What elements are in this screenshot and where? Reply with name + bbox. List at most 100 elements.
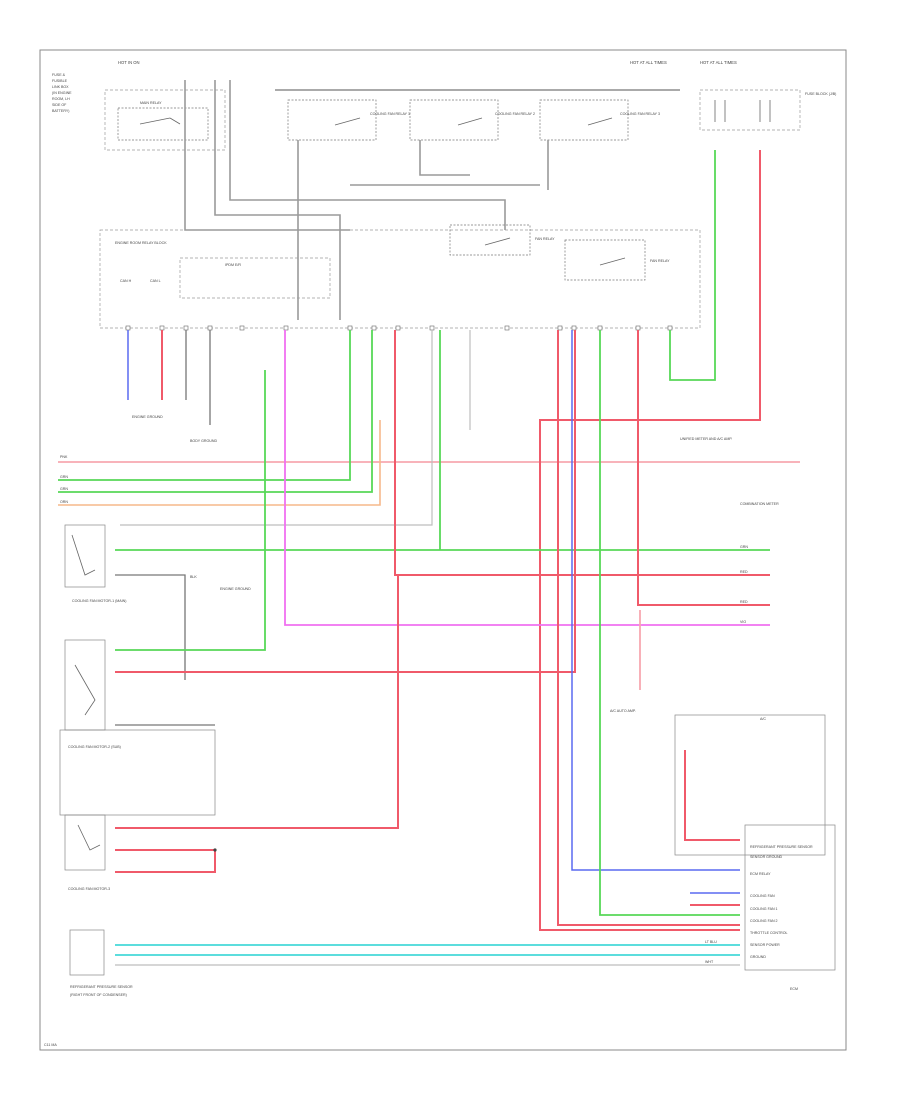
svg-text:ECM RELAY: ECM RELAY bbox=[750, 872, 771, 876]
cooling-fan-relay-3 bbox=[539, 99, 629, 141]
svg-text:LT BLU: LT BLU bbox=[705, 940, 717, 944]
wire-ground-a bbox=[214, 80, 341, 320]
wire-ground-b bbox=[229, 80, 506, 230]
wire-green-bus-1 bbox=[58, 330, 351, 481]
cooling-fan-relay-2 bbox=[409, 99, 499, 141]
fan-relay-a-label: FAN RELAY bbox=[535, 237, 555, 241]
svg-text:FUSE BLOCK (J/B): FUSE BLOCK (J/B) bbox=[805, 92, 836, 96]
motor-2-label: COOLING FAN MOTOR-2 (SUB) bbox=[68, 745, 121, 749]
svg-text:GRN: GRN bbox=[60, 487, 68, 491]
wire-ground-c bbox=[184, 80, 350, 231]
splice-dot bbox=[213, 848, 217, 852]
engine-ground-label: ENGINE GROUND bbox=[132, 415, 163, 419]
svg-text:RED: RED bbox=[740, 570, 748, 574]
wire-red-motor3-lower bbox=[115, 850, 216, 873]
svg-text:HOT AT ALL TIMES: HOT AT ALL TIMES bbox=[700, 60, 737, 65]
ecm-pin-labels: REFRIGERANT PRESSURE SENSOR SENSOR GROUN… bbox=[750, 845, 813, 959]
diagram-frame bbox=[39, 49, 847, 1051]
can-l-label: CAN L bbox=[150, 279, 161, 283]
ecm-label: ECM bbox=[790, 987, 798, 991]
cooling-fan-relay-1 bbox=[287, 99, 377, 141]
relay-switch-icons bbox=[334, 117, 613, 126]
svg-text:SENSOR GROUND: SENSOR GROUND bbox=[750, 855, 783, 859]
main-relay bbox=[117, 107, 209, 141]
relay-block-label: ENGINE ROOM RELAY BLOCK bbox=[115, 241, 167, 245]
ipdm-inner-block bbox=[179, 257, 331, 299]
relay-2-drop bbox=[419, 140, 470, 176]
wire-red-right-loop bbox=[539, 150, 761, 931]
fan-relay-a bbox=[449, 224, 531, 256]
svg-text:VIO: VIO bbox=[740, 620, 746, 624]
wire-green-bus-2 bbox=[58, 330, 373, 493]
motor-1-icon bbox=[71, 534, 96, 576]
svg-text:RED: RED bbox=[740, 600, 748, 604]
svg-text:BLK: BLK bbox=[190, 575, 197, 579]
can-h-label: CAN H bbox=[120, 279, 132, 283]
right-fuse-caption: FUSE BLOCK (J/B) bbox=[805, 92, 836, 96]
wire-red-motor3-upper bbox=[115, 575, 399, 829]
relay-1-label: COOLING FAN RELAY 1 bbox=[370, 112, 410, 116]
right-fuse-icons bbox=[714, 100, 771, 122]
fuse-block-outline bbox=[104, 89, 226, 151]
motor-2-icon bbox=[74, 664, 96, 716]
main-relay-switch-icon bbox=[139, 117, 181, 125]
fan-relay-b-label: FAN RELAY bbox=[650, 259, 670, 263]
svg-text:GRN: GRN bbox=[60, 475, 68, 479]
refrigerant-pressure-sensor bbox=[69, 929, 105, 976]
engine-room-relay-block bbox=[99, 229, 701, 329]
ipdm-label: IPDM E/R bbox=[225, 263, 241, 267]
wire-red-motor2 bbox=[115, 330, 576, 673]
wire-red-motor1-upper bbox=[394, 330, 770, 576]
svg-text:ROOM, LH: ROOM, LH bbox=[52, 97, 70, 101]
svg-text:COOLING FAN 2: COOLING FAN 2 bbox=[750, 919, 778, 923]
body-ground-label: BODY GROUND bbox=[190, 439, 217, 443]
wire-red-motor-right bbox=[637, 330, 770, 606]
svg-text:HOT AT ALL TIMES: HOT AT ALL TIMES bbox=[630, 60, 667, 65]
upper-left-caption: FUSE & FUSIBLE LINK BOX (IN ENGINE ROOM,… bbox=[52, 73, 72, 113]
cooling-fan-motor-1 bbox=[64, 524, 106, 588]
fuse-label-hot-at-all-times-2: HOT AT ALL TIMES bbox=[700, 60, 737, 65]
ecm-connector bbox=[744, 824, 836, 971]
svg-text:FUSIBLE: FUSIBLE bbox=[52, 79, 68, 83]
ac-note: A/C bbox=[760, 717, 766, 721]
fan-relay-b bbox=[564, 239, 646, 281]
relay-2-label: COOLING FAN RELAY 2 bbox=[495, 112, 535, 116]
wire-orange-bus bbox=[58, 420, 381, 506]
wire-green-to-ecm bbox=[599, 330, 740, 916]
svg-text:ORN: ORN bbox=[60, 500, 68, 504]
svg-text:BATTERY): BATTERY) bbox=[52, 109, 69, 113]
svg-text:REFRIGERANT PRESSURE SENSOR: REFRIGERANT PRESSURE SENSOR bbox=[750, 845, 813, 849]
svg-text:WHT: WHT bbox=[705, 960, 714, 964]
svg-text:THROTTLE CONTROL: THROTTLE CONTROL bbox=[750, 931, 788, 935]
svg-text:COOLING FAN: COOLING FAN bbox=[750, 894, 775, 898]
svg-text:(IN ENGINE: (IN ENGINE bbox=[52, 91, 72, 95]
svg-text:GRN: GRN bbox=[740, 545, 748, 549]
fan-ground-note: ENGINE GROUND bbox=[220, 587, 251, 591]
wire-white-1 bbox=[120, 330, 433, 526]
pressure-sensor-location: (RIGHT FRONT OF CONDENSER) bbox=[70, 993, 127, 997]
wire-blue-to-ecm bbox=[571, 330, 740, 871]
combination-meter-label: COMBINATION METER bbox=[740, 502, 779, 506]
svg-text:LINK BOX: LINK BOX bbox=[52, 85, 69, 89]
svg-text:HOT IN ON: HOT IN ON bbox=[118, 60, 140, 65]
motor-1-label: COOLING FAN MOTOR-1 (MAIN) bbox=[72, 599, 126, 603]
cooling-fan-motor-3 bbox=[64, 814, 106, 871]
right-fuse-block bbox=[699, 89, 801, 131]
fan-relay-switch-icons bbox=[484, 237, 626, 266]
svg-text:SENSOR POWER: SENSOR POWER bbox=[750, 943, 780, 947]
cooling-fan-motor-2 bbox=[64, 639, 106, 731]
wire-color-labels: PNK GRN GRN ORN GRN RED RED VIO LT BLU W… bbox=[60, 455, 748, 964]
fuse-label-hot-in-on: HOT IN ON bbox=[118, 60, 140, 65]
ac-auto-amp-block bbox=[674, 714, 826, 856]
wire-red-amp bbox=[684, 750, 740, 841]
top-right-note: UNIFIED METER AND A/C AMP. bbox=[680, 437, 732, 441]
motor-3-icon bbox=[77, 824, 101, 851]
motor-3-label: COOLING FAN MOTOR-3 bbox=[68, 887, 110, 891]
fuse-label-hot-at-all-times-1: HOT AT ALL TIMES bbox=[630, 60, 667, 65]
svg-text:GROUND: GROUND bbox=[750, 955, 766, 959]
ac-auto-amp-label: A/C AUTO AMP. bbox=[610, 709, 636, 713]
wire-red-to-ecm bbox=[557, 330, 740, 926]
svg-text:COOLING FAN 1: COOLING FAN 1 bbox=[750, 907, 778, 911]
wire-black-motor1 bbox=[115, 574, 186, 680]
